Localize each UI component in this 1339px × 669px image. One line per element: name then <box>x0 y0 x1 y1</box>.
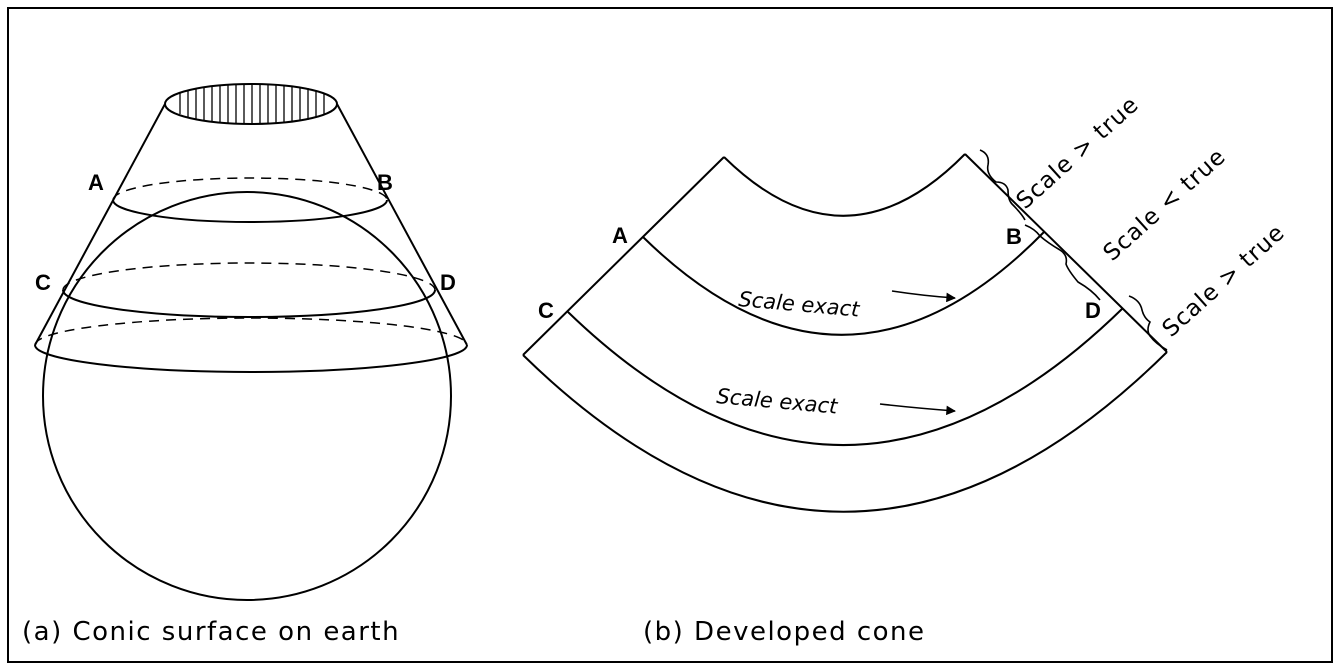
caption-panel-a: (a) Conic surface on earth <box>22 617 401 647</box>
brace-scale-greater-bottom <box>1128 295 1168 351</box>
standard-arc-ab <box>642 231 1045 336</box>
cone-right-edge <box>336 103 468 346</box>
panel-b-drawing: Scale exact Scale exact Scale > true Sca… <box>522 91 1291 513</box>
parallel-cd-front <box>62 289 436 318</box>
parallel-cd-back <box>62 262 436 291</box>
brace-scale-greater-top <box>979 149 1026 221</box>
panel-a-drawing: A B C D <box>34 83 468 601</box>
panel-a-point-b: B <box>377 170 393 195</box>
cone-top-cap <box>164 83 338 125</box>
sector-right-edge <box>964 153 1168 353</box>
earth-sphere <box>42 191 452 601</box>
panel-a-point-d: D <box>440 270 456 295</box>
scale-exact-lower: Scale exact <box>716 384 840 419</box>
cone-base-back <box>34 317 468 346</box>
cone-left-edge <box>34 103 166 346</box>
side-label-bottom: Scale > true <box>1158 219 1291 342</box>
sector-outer-arc <box>522 351 1168 513</box>
standard-arc-cd <box>567 307 1124 446</box>
panel-b-point-d: D <box>1085 298 1101 323</box>
cap-hatching <box>179 84 325 124</box>
cone-base-front <box>34 344 468 373</box>
sector-left-edge <box>522 156 725 356</box>
scale-exact-upper-arrow <box>891 290 956 303</box>
parallel-ab-back <box>112 177 388 201</box>
panel-b-point-a: A <box>612 223 628 248</box>
side-label-middle: Scale < true <box>1099 143 1232 266</box>
caption-panel-b: (b) Developed cone <box>643 617 926 647</box>
panel-b-point-c: C <box>538 298 554 323</box>
side-label-top: Scale > true <box>1012 91 1145 214</box>
sector-inner-arc <box>723 153 966 217</box>
panel-a-point-a: A <box>88 170 104 195</box>
figure-border <box>7 7 1333 663</box>
panel-b-point-b: B <box>1006 224 1022 249</box>
parallel-ab-front <box>112 199 388 223</box>
scale-exact-lower-arrow <box>879 403 956 416</box>
panel-a-point-c: C <box>35 270 51 295</box>
brace-scale-less <box>1024 224 1101 301</box>
